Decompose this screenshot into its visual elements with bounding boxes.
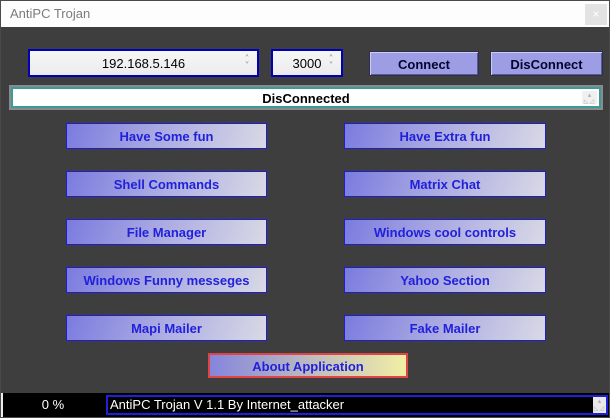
marquee-scrollbar[interactable]: ▴ ◺◿	[593, 397, 606, 413]
titlebar: AntiPC Trojan ×	[1, 1, 609, 27]
status-box: DisConnected ▴ ◺◿	[9, 85, 603, 110]
ip-spinner[interactable]: ˄ ˅	[239, 51, 255, 75]
close-icon: ×	[592, 7, 600, 21]
port-input[interactable]	[273, 51, 341, 75]
scroll-up-icon[interactable]: ▴	[597, 397, 602, 405]
scroll-down-left-icon: ◺	[593, 406, 600, 412]
disconnect-button[interactable]: DisConnect	[490, 51, 603, 76]
about-application-button[interactable]: About Application	[208, 353, 408, 378]
file-manager-button[interactable]: File Manager	[66, 219, 267, 245]
windows-cool-controls-button[interactable]: Windows cool controls	[344, 219, 546, 245]
close-button[interactable]: ×	[585, 4, 607, 25]
spinner-up-icon[interactable]: ˄	[244, 54, 250, 65]
mapi-mailer-button[interactable]: Mapi Mailer	[66, 315, 267, 341]
scroll-down-right-icon: ◿	[589, 99, 596, 105]
ip-input[interactable]	[30, 51, 257, 75]
app-info-text: AntiPC Trojan V 1.1 By Internet_attacker	[110, 397, 345, 412]
connection-status: DisConnected	[262, 91, 350, 106]
progress-label: 0 %	[41, 397, 65, 412]
spinner-down-icon[interactable]: ˅	[328, 61, 334, 72]
windows-funny-messages-button[interactable]: Windows Funny messeges	[66, 267, 267, 293]
have-extra-fun-button[interactable]: Have Extra fun	[344, 123, 546, 149]
connect-button[interactable]: Connect	[369, 51, 479, 76]
scroll-down-right-icon: ◿	[599, 406, 606, 412]
fake-mailer-button[interactable]: Fake Mailer	[344, 315, 546, 341]
scroll-down-icon[interactable]: ◺◿	[584, 99, 595, 105]
scroll-down-left-icon: ◺	[583, 99, 590, 105]
info-marquee-box: AntiPC Trojan V 1.1 By Internet_attacker…	[106, 395, 608, 415]
scroll-up-icon[interactable]: ▴	[587, 91, 592, 99]
ip-field: ˄ ˅	[28, 49, 259, 77]
window-title: AntiPC Trojan	[10, 6, 91, 21]
bottom-statusbar: 0 % AntiPC Trojan V 1.1 By Internet_atta…	[1, 393, 609, 417]
have-some-fun-button[interactable]: Have Some fun	[66, 123, 267, 149]
status-scrollbar[interactable]: ▴ ◺◿	[582, 91, 597, 105]
status-box-inner: DisConnected ▴ ◺◿	[11, 87, 601, 108]
yahoo-section-button[interactable]: Yahoo Section	[344, 267, 546, 293]
spinner-up-icon[interactable]: ˄	[328, 54, 334, 65]
matrix-chat-button[interactable]: Matrix Chat	[344, 171, 546, 197]
port-field: ˄ ˅	[271, 49, 343, 77]
port-spinner[interactable]: ˄ ˅	[323, 51, 339, 75]
spinner-down-icon[interactable]: ˅	[244, 61, 250, 72]
scroll-down-icon[interactable]: ◺◿	[594, 406, 605, 412]
shell-commands-button[interactable]: Shell Commands	[66, 171, 267, 197]
